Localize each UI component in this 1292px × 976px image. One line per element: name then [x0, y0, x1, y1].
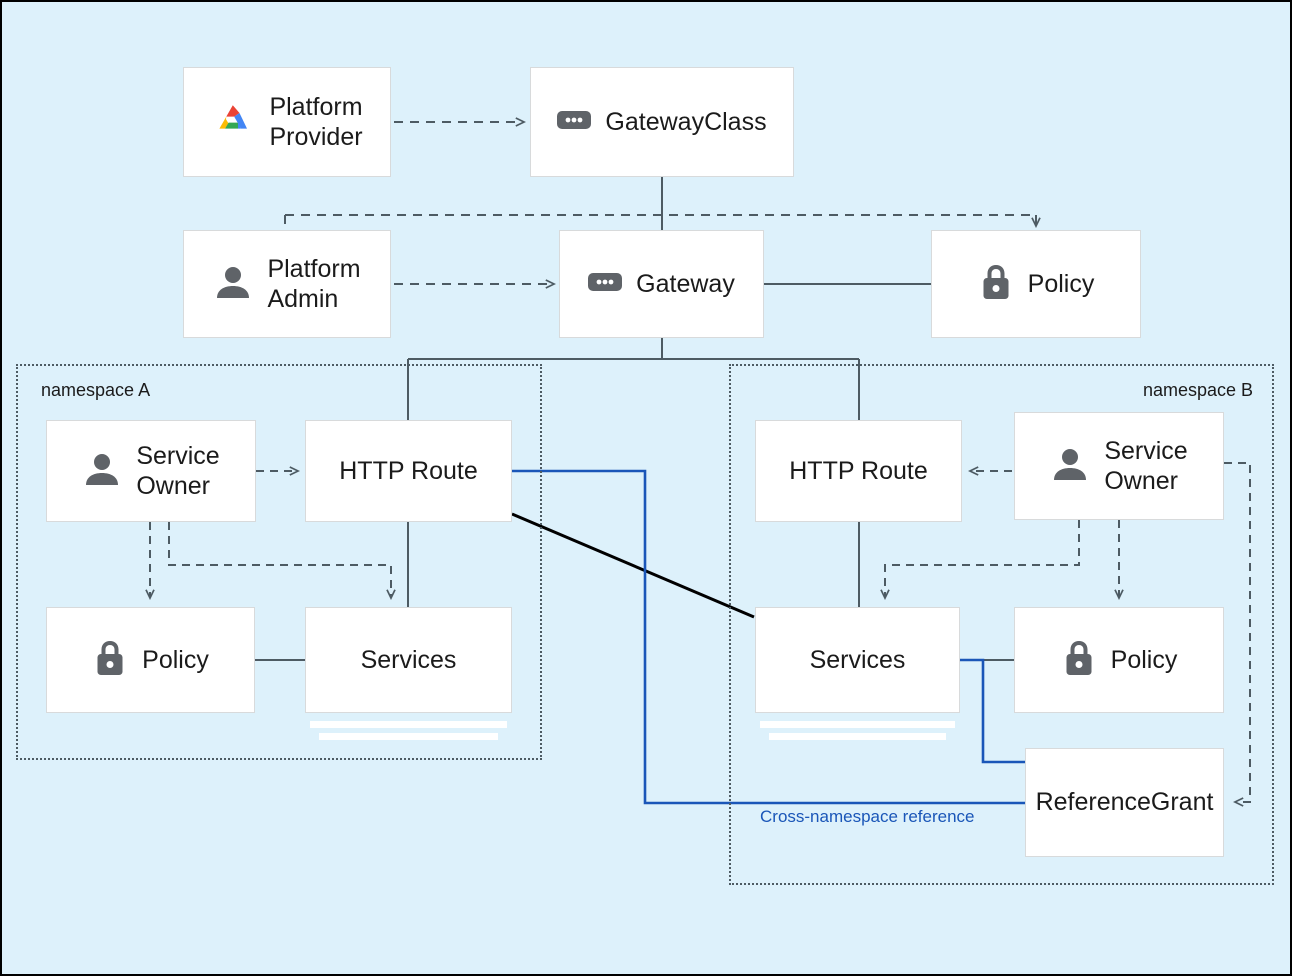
node-service-owner-b[interactable]: Service Owner: [1014, 412, 1224, 520]
gateway-icon: [557, 108, 592, 137]
node-label: HTTP Route: [339, 456, 478, 485]
node-label: Platform Admin: [267, 254, 361, 314]
namespace-a-group: [16, 364, 542, 760]
gateway-icon: [588, 270, 623, 299]
person-icon: [82, 449, 122, 494]
namespace-b-group: [729, 364, 1274, 885]
services-b-stack-layer-1: [760, 721, 955, 728]
node-policy-top[interactable]: Policy: [931, 230, 1141, 338]
person-icon: [213, 262, 253, 307]
node-label: Policy: [1027, 269, 1095, 298]
node-service-owner-a[interactable]: Service Owner: [46, 420, 256, 522]
services-a-stack-layer-1: [310, 721, 507, 728]
node-label: Service Owner: [1104, 436, 1188, 496]
lock-icon: [978, 261, 1014, 308]
namespace-b-label: namespace B: [1143, 380, 1254, 400]
node-platform-provider[interactable]: Platform Provider: [183, 67, 391, 177]
node-label: Services: [809, 645, 906, 674]
services-b-stack-layer-2: [769, 733, 946, 740]
node-http-route-b[interactable]: HTTP Route: [755, 420, 962, 522]
node-label: GatewayClass: [605, 107, 767, 136]
namespace-a-label: namespace A: [41, 380, 151, 400]
node-label: Service Owner: [136, 441, 220, 501]
node-label: Services: [360, 645, 457, 674]
services-a-stack-layer-2: [319, 733, 498, 740]
node-gatewayclass[interactable]: GatewayClass: [530, 67, 794, 177]
node-label: ReferenceGrant: [1035, 788, 1214, 817]
node-http-route-a[interactable]: HTTP Route: [305, 420, 512, 522]
node-label: Policy: [142, 645, 209, 674]
node-policy-b[interactable]: Policy: [1014, 607, 1224, 713]
lock-icon: [1061, 637, 1097, 684]
edge-routea-servicesb-diagonal: [511, 512, 755, 619]
google-cloud-icon: [211, 101, 255, 144]
node-label: Policy: [1110, 645, 1178, 674]
person-icon: [1050, 444, 1090, 489]
node-services-b[interactable]: Services: [755, 607, 960, 713]
node-platform-admin[interactable]: Platform Admin: [183, 230, 391, 338]
cross-namespace-reference-label: Cross-namespace reference: [760, 807, 975, 826]
node-services-a[interactable]: Services: [305, 607, 512, 713]
node-reference-grant[interactable]: ReferenceGrant: [1025, 748, 1224, 857]
lock-icon: [92, 637, 128, 684]
node-label: HTTP Route: [789, 456, 928, 485]
node-label: Gateway: [636, 269, 735, 298]
node-label: Platform Provider: [269, 92, 363, 152]
node-policy-a[interactable]: Policy: [46, 607, 255, 713]
node-gateway[interactable]: Gateway: [559, 230, 764, 338]
